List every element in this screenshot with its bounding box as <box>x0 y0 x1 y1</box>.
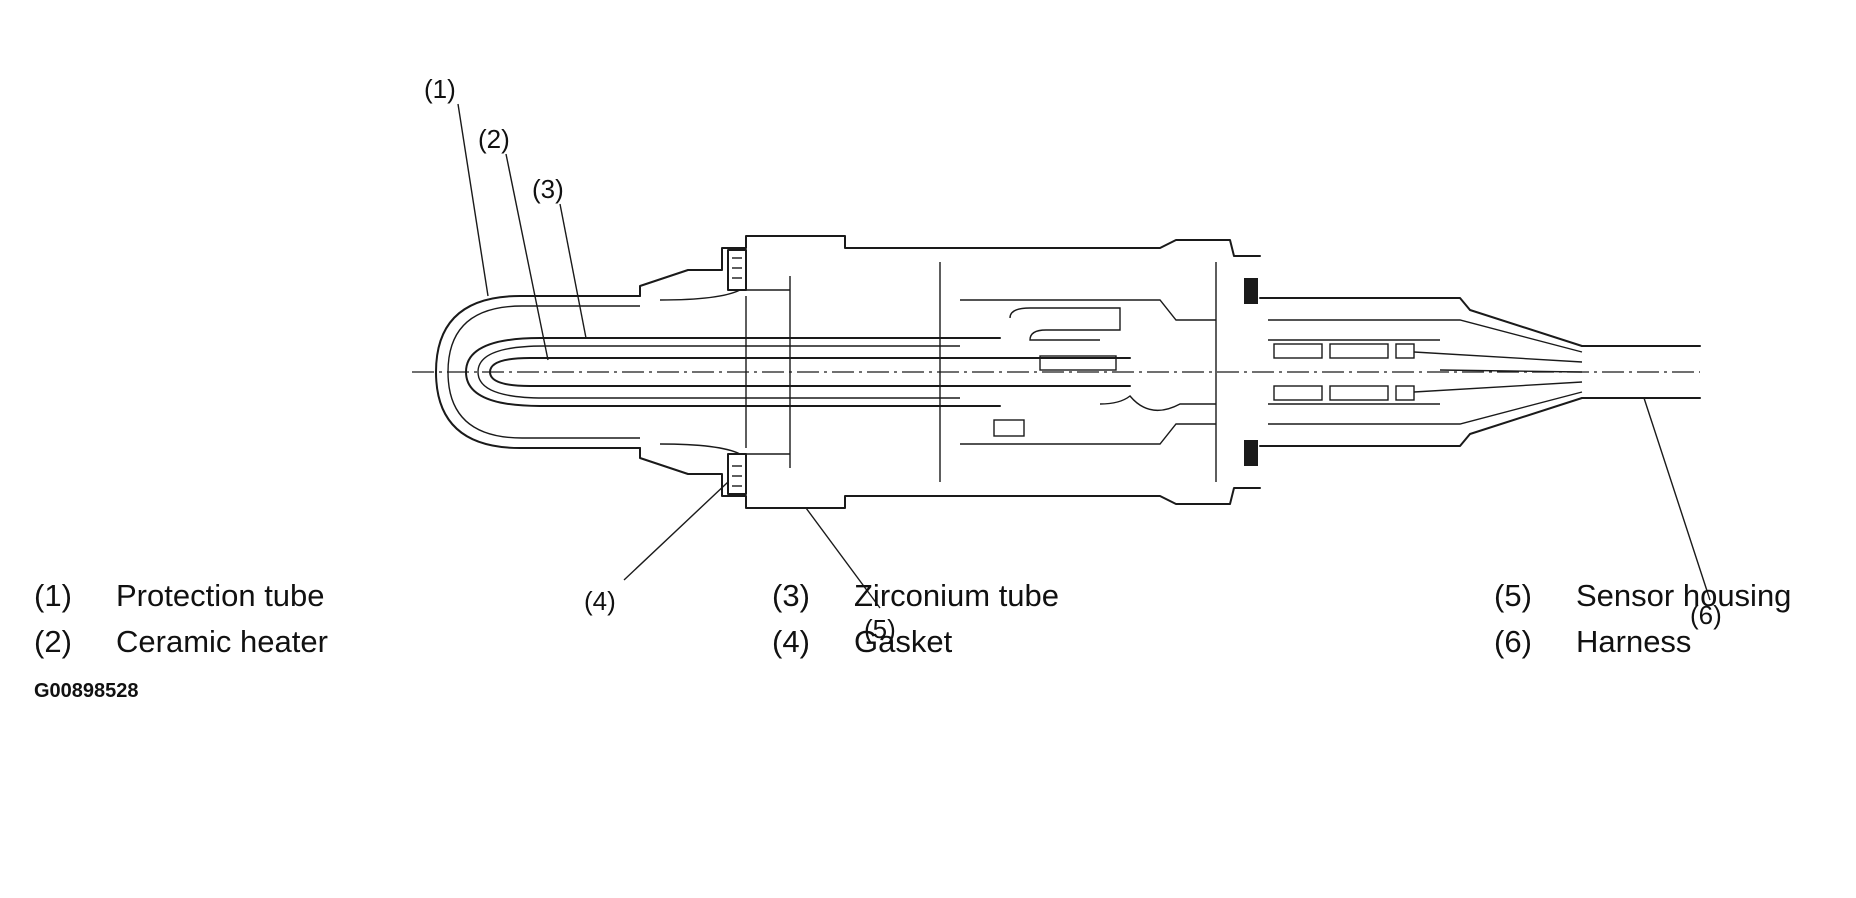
lower-seal <box>1244 440 1258 466</box>
legend-label: Zirconium tube <box>854 578 1060 613</box>
callout-2: (2) <box>478 124 510 154</box>
callout-4: (4) <box>584 586 616 616</box>
legend-item-harness: (6) Harness <box>1494 624 1691 660</box>
legend-item-protection-tube: (1) Protection tube <box>34 578 325 614</box>
zirconium-tube <box>465 337 1001 407</box>
legend-label: Sensor housing <box>1576 578 1792 613</box>
callout-1: (1) <box>424 74 456 104</box>
legend-item-zirconium-tube: (3) Zirconium tube <box>772 578 1059 614</box>
legend-item-sensor-housing: (5) Sensor housing <box>1494 578 1791 614</box>
figure-id: G00898528 <box>34 680 139 702</box>
legend-label: Gasket <box>854 624 953 659</box>
legend-label: Harness <box>1576 624 1692 659</box>
legend-label: Protection tube <box>116 578 325 613</box>
gasket <box>727 249 747 495</box>
legend-label: Ceramic heater <box>116 624 328 659</box>
harness <box>1581 345 1701 399</box>
leader-lines <box>457 103 1711 609</box>
legend-number: (2) <box>34 624 72 659</box>
ceramic-heater <box>489 357 1131 387</box>
legend-number: (3) <box>772 578 810 613</box>
callout-6: (6) <box>1690 600 1722 630</box>
callout-5: (5) <box>864 614 896 644</box>
callout-3: (3) <box>532 174 564 204</box>
legend-number: (4) <box>772 624 810 659</box>
legend-number: (1) <box>34 578 72 613</box>
terminal-block <box>1259 297 1583 447</box>
legend-item-gasket: (4) Gasket <box>772 624 952 660</box>
legend-item-ceramic-heater: (2) Ceramic heater <box>34 624 328 660</box>
upper-seal <box>1244 278 1258 304</box>
legend-number: (5) <box>1494 578 1532 613</box>
legend-number: (6) <box>1494 624 1532 659</box>
protection-tube <box>435 295 641 449</box>
